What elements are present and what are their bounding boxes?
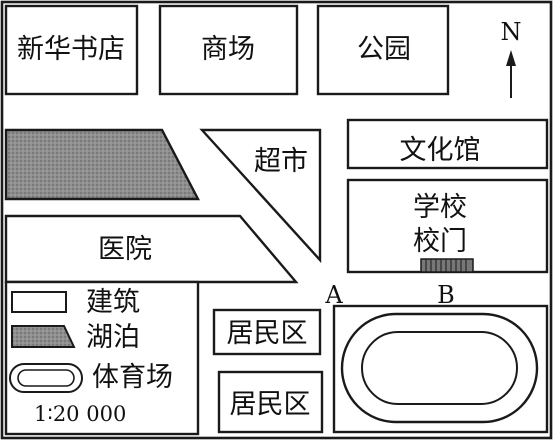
school-gate-label: 校门 [413, 226, 467, 257]
legend-building-label: 建筑 [86, 287, 140, 318]
point-a-label: A [324, 281, 343, 309]
compass-north-label: N [501, 18, 522, 46]
stadium-track-icon [340, 312, 539, 424]
culture-center-label: 文化馆 [400, 135, 481, 166]
mall-block [158, 4, 299, 96]
school-label: 学校 [413, 192, 467, 223]
residential-label-2: 居民区 [230, 389, 311, 420]
residential-label-1: 居民区 [227, 318, 308, 349]
hospital-label: 医院 [98, 234, 152, 265]
bookstore-label: 新华书店 [17, 34, 125, 65]
hospital-block [4, 214, 299, 284]
legend-stadium-icon [9, 363, 83, 393]
school-block [346, 178, 549, 274]
legend-stadium-label: 体育场 [92, 362, 173, 393]
north-arrow-icon [506, 50, 516, 98]
bookstore-block [4, 4, 139, 96]
supermarket-block [199, 128, 322, 264]
legend-building-swatch [11, 291, 67, 313]
legend-lake-swatch [11, 325, 76, 348]
school-gate-icon [420, 258, 474, 273]
lake-shape [4, 128, 200, 201]
culture-center-block [346, 118, 549, 170]
mall-label: 商场 [201, 34, 255, 65]
legend-lake-label: 湖泊 [86, 322, 140, 353]
park-label: 公园 [357, 34, 411, 65]
residential-block-2 [217, 370, 324, 434]
residential-block-1 [212, 308, 322, 356]
map-scale: 1∶20 000 [34, 402, 126, 426]
park-block [316, 4, 450, 96]
point-b-label: B [437, 281, 455, 309]
supermarket-label: 超市 [254, 146, 308, 177]
